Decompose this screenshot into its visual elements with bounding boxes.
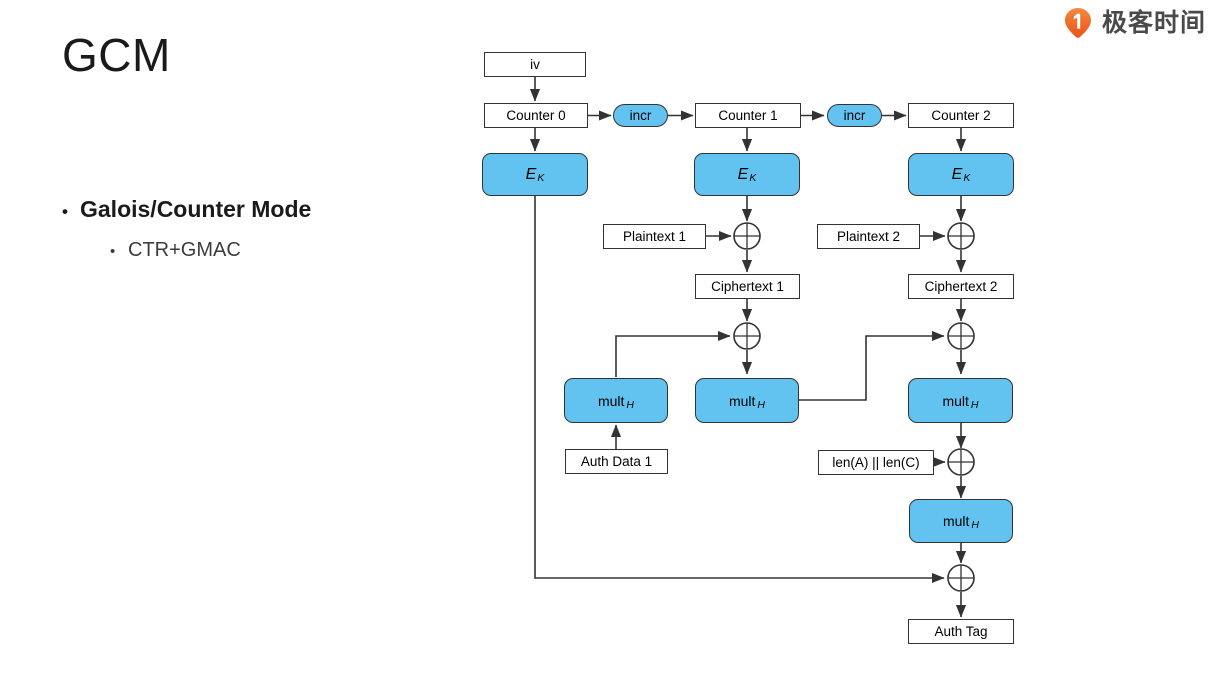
node-counter-0[interactable]: Counter 0 — [484, 103, 588, 128]
node-label: Auth Data 1 — [580, 454, 653, 469]
xor-ciphertext-2 — [947, 322, 975, 350]
node-label: EK — [951, 165, 971, 184]
node-label: Auth Tag — [934, 624, 988, 639]
xor-final-tag — [947, 564, 975, 592]
bullet-dot-icon: • — [110, 243, 116, 260]
xor-ciphertext-1 — [733, 322, 761, 350]
bullet-item-label: Galois/Counter Mode — [80, 196, 312, 222]
node-auth-tag[interactable]: Auth Tag — [908, 619, 1014, 644]
node-encrypt-ek-0[interactable]: EK — [482, 153, 588, 196]
node-len-a-len-c[interactable]: len(A) || len(C) — [818, 450, 934, 475]
node-label: Counter 2 — [931, 108, 991, 123]
xor-lens — [947, 448, 975, 476]
brand-name: 极客时间 — [1101, 8, 1206, 37]
node-label: incr — [843, 108, 866, 123]
brand-logo: 极客时间 — [1061, 6, 1206, 40]
node-label: Counter 0 — [506, 108, 566, 123]
node-label: Plaintext 2 — [836, 229, 901, 244]
xor-plaintext-2 — [947, 222, 975, 250]
node-ciphertext-1[interactable]: Ciphertext 1 — [695, 274, 800, 299]
node-counter-1[interactable]: Counter 1 — [695, 103, 801, 128]
bullet-item-level1: • Galois/Counter Mode — [62, 196, 442, 223]
node-label: incr — [629, 108, 652, 123]
node-auth-data-1[interactable]: Auth Data 1 — [565, 449, 668, 474]
node-label: Counter 1 — [718, 108, 778, 123]
node-encrypt-ek-1[interactable]: EK — [694, 153, 800, 196]
node-label: Ciphertext 2 — [924, 279, 998, 294]
node-plaintext-2[interactable]: Plaintext 2 — [817, 224, 920, 249]
node-iv[interactable]: iv — [484, 52, 586, 77]
node-label: Ciphertext 1 — [711, 279, 784, 294]
bullet-item-level2: • CTR+GMAC — [110, 239, 442, 262]
xor-plaintext-1 — [733, 222, 761, 250]
node-label: iv — [530, 57, 540, 72]
bullet-item-label: CTR+GMAC — [128, 239, 241, 261]
node-counter-2[interactable]: Counter 2 — [908, 103, 1014, 128]
node-label: Plaintext 1 — [622, 229, 687, 244]
node-incr-2[interactable]: incr — [827, 104, 882, 127]
node-ciphertext-2[interactable]: Ciphertext 2 — [908, 274, 1014, 299]
node-label: len(A) || len(C) — [832, 455, 920, 470]
node-incr-1[interactable]: incr — [613, 104, 668, 127]
node-plaintext-1[interactable]: Plaintext 1 — [603, 224, 706, 249]
bullet-list: • Galois/Counter Mode • CTR+GMAC — [62, 196, 442, 262]
node-label: EK — [525, 165, 545, 184]
node-encrypt-ek-2[interactable]: EK — [908, 153, 1014, 196]
node-label: EK — [737, 165, 757, 184]
geektime-pin-icon — [1061, 6, 1095, 40]
page-title: GCM — [62, 29, 171, 81]
bullet-dot-icon: • — [62, 202, 68, 221]
